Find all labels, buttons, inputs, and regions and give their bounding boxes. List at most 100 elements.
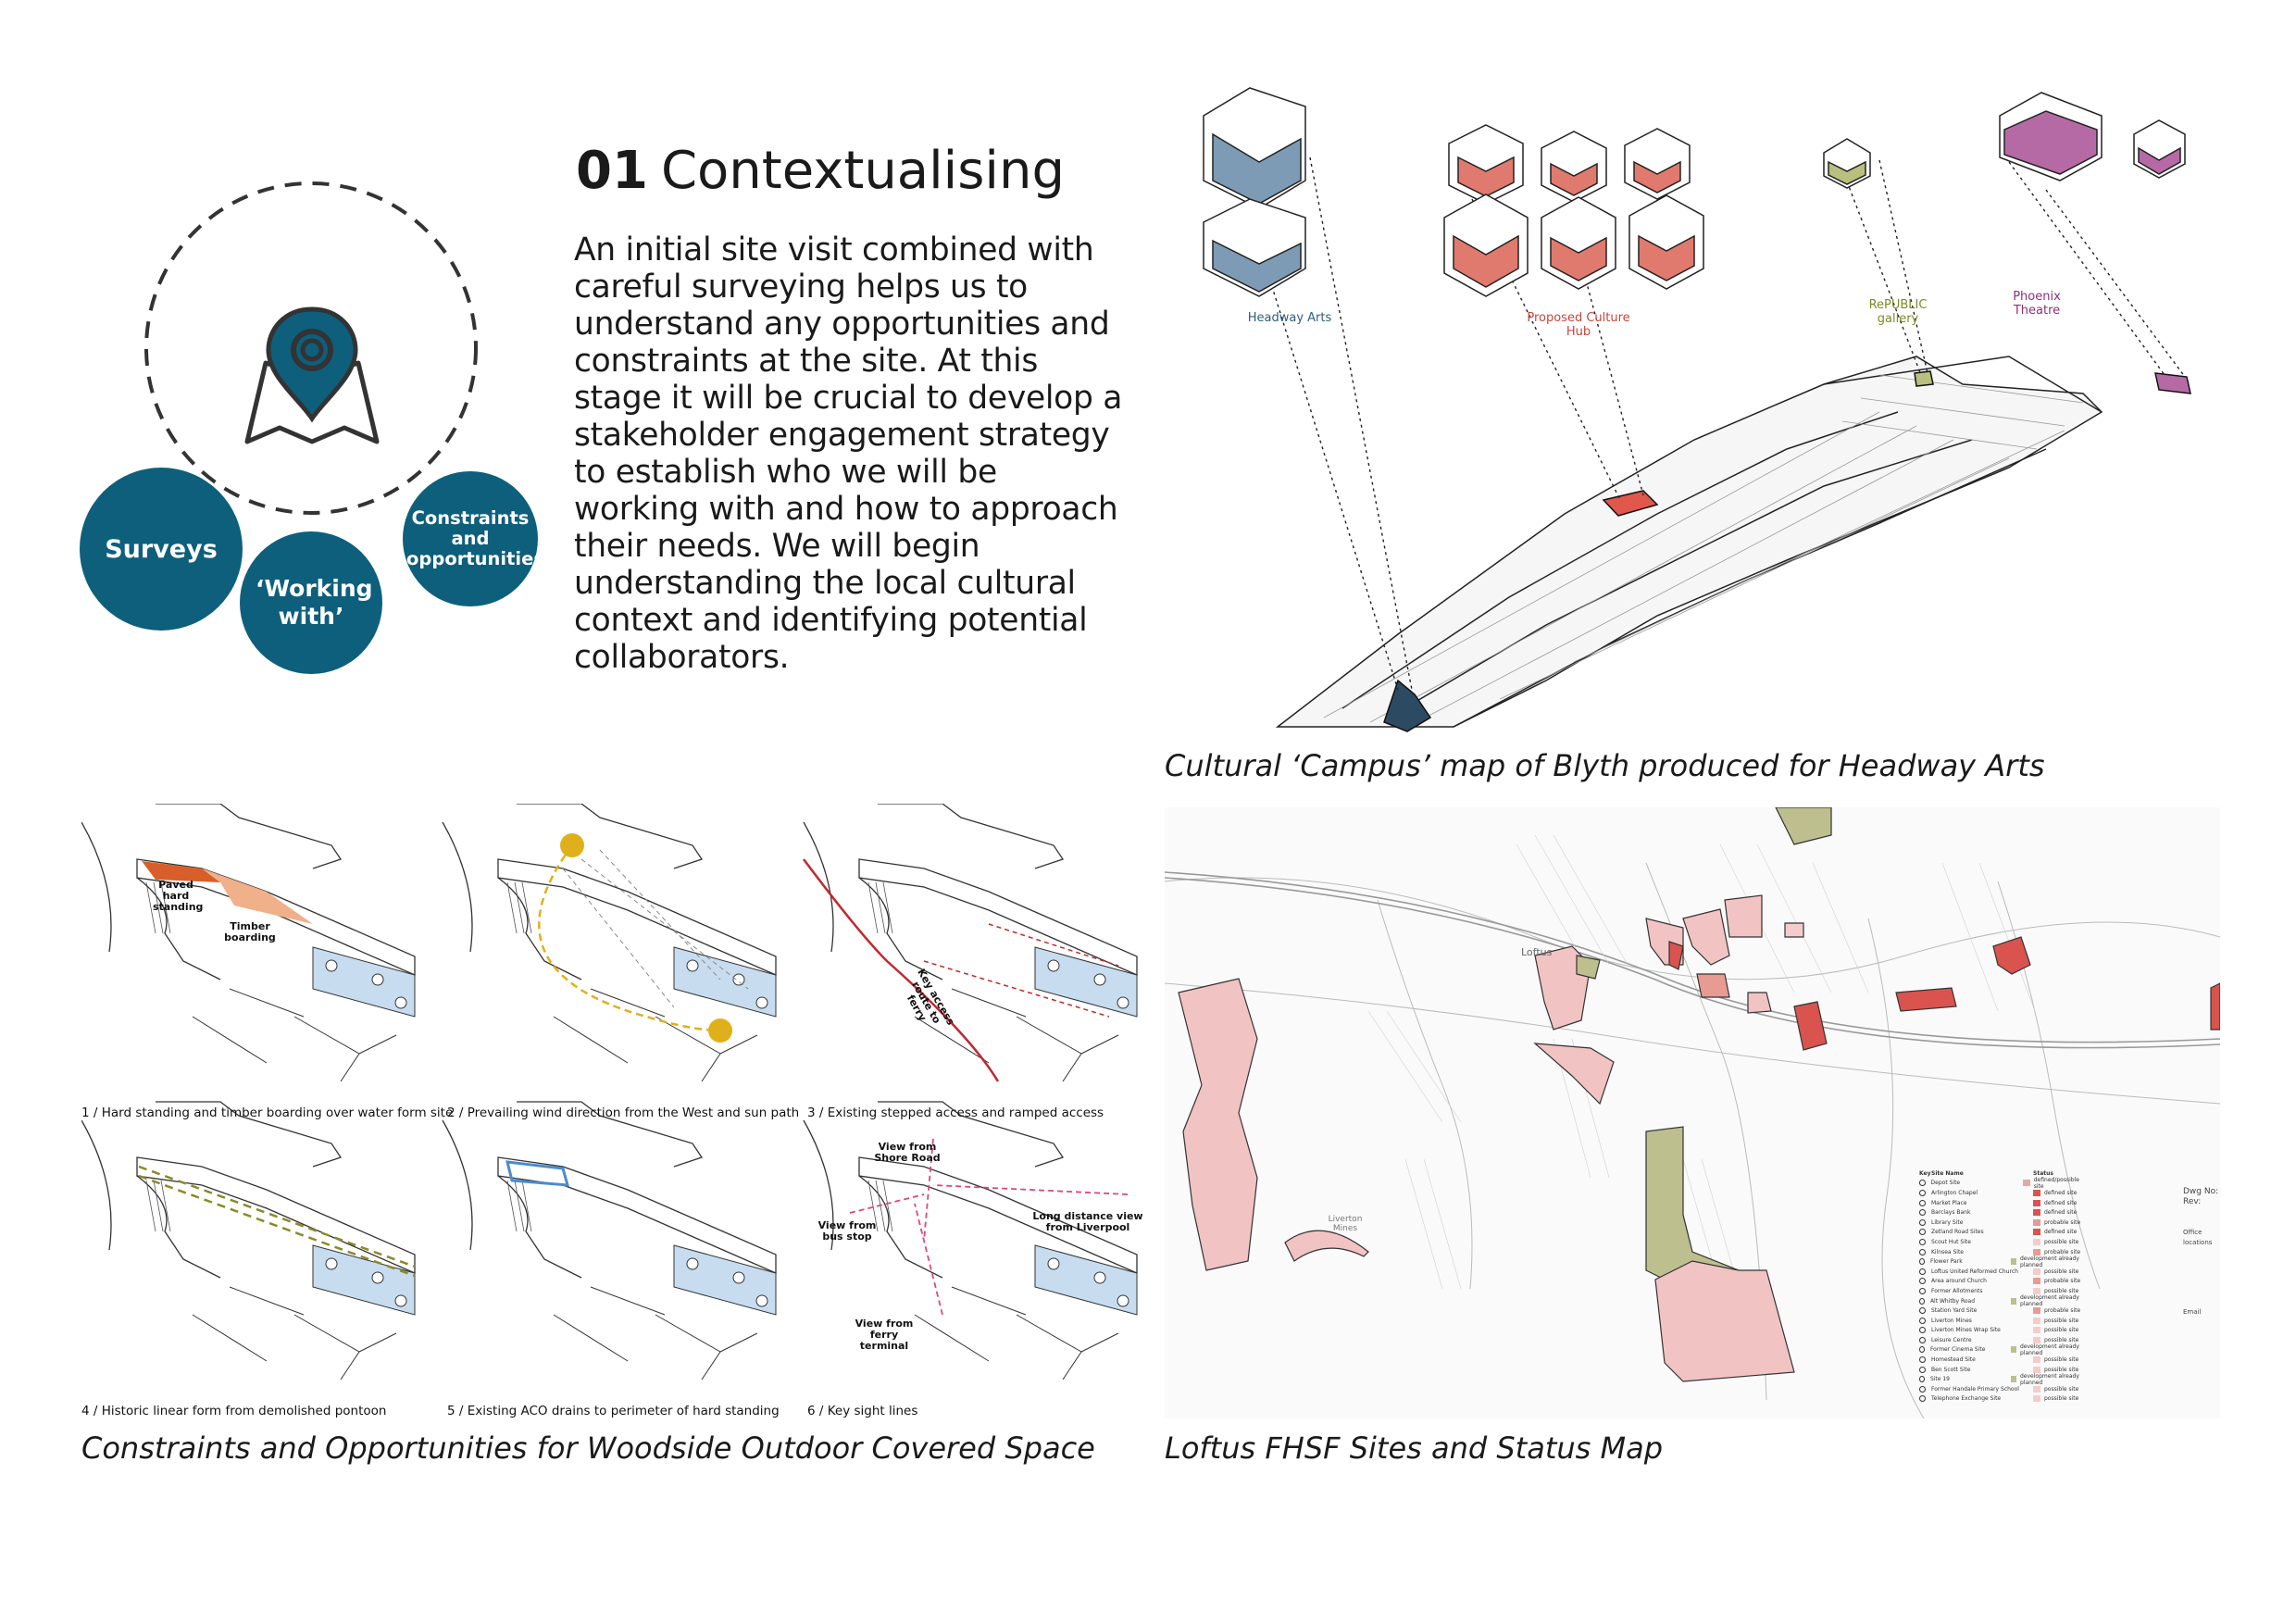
key-site-name: Loftus United Reformed Church (1931, 1268, 2018, 1275)
key-status: possible site (2044, 1327, 2079, 1334)
key-marker-icon (1919, 1229, 1926, 1236)
headway-arts-label: Headway Arts (1247, 311, 1332, 325)
key-site-name: Kilnsea Site (1931, 1248, 1964, 1255)
key-site-name: Liverton Mines Wrap Site (1931, 1327, 2001, 1334)
key-marker-icon (1919, 1346, 1925, 1354)
panel-2-caption: 2 / Prevailing wind direction from the W… (447, 1106, 800, 1120)
key-swatch (2010, 1258, 2016, 1266)
key-col-status: Status (2033, 1169, 2053, 1177)
key-marker-icon (1919, 1180, 1926, 1187)
key-marker-icon (1919, 1376, 1925, 1383)
key-marker-icon (1919, 1209, 1926, 1217)
key-swatch (2033, 1238, 2040, 1245)
key-row: Homestead Site possible site (1919, 1355, 2086, 1365)
key-status: possible site (2044, 1356, 2079, 1364)
label-view-ferry: View from ferry terminal (855, 1318, 914, 1352)
panel-1-caption: 1 / Hard standing and timber boarding ov… (81, 1106, 454, 1120)
key-swatch (2033, 1248, 2040, 1255)
surveys-bubble: Surveys (80, 468, 243, 631)
key-status: possible site (2044, 1395, 2079, 1403)
loftus-map: Loftus Liverton Mines Key Site Name Stat… (1165, 807, 2220, 1418)
section-title: Contextualising (660, 141, 1066, 201)
working-with-label: ‘Working with’ (256, 575, 373, 630)
key-row: Ben Scott Site possible site (1919, 1365, 2086, 1375)
panel-3-caption: 3 / Existing stepped access and ramped a… (807, 1106, 1104, 1120)
key-site-name: Depot Site (1930, 1180, 1961, 1187)
key-marker-icon (1919, 1317, 1926, 1324)
key-status: possible site (2044, 1385, 2079, 1393)
key-marker-icon (1919, 1189, 1926, 1196)
key-marker-icon (1919, 1238, 1926, 1245)
key-site-name: Library Site (1931, 1218, 1964, 1226)
key-status: defined/possible site (2033, 1176, 2079, 1190)
key-site-name: Area around Church (1931, 1278, 1987, 1285)
key-status: development already planned (2019, 1255, 2079, 1268)
key-site-name: Homestead Site (1931, 1356, 1976, 1364)
constraints-label: Constraints and opportunities (406, 507, 544, 569)
key-row: Scout Hut Site possible site (1919, 1237, 2086, 1247)
key-row: Barclays Bank defined site (1919, 1207, 2086, 1218)
loftus-map-caption: Loftus FHSF Sites and Status Map (1165, 1430, 1664, 1466)
key-status: defined site (2044, 1229, 2078, 1236)
key-status: possible site (2044, 1366, 2079, 1373)
key-status: defined site (2044, 1199, 2078, 1206)
key-status: defined site (2044, 1209, 2078, 1217)
key-status: development already planned (2019, 1372, 2079, 1386)
key-site-name: Leisure Centre (1931, 1336, 1972, 1343)
key-status: probable site (2044, 1248, 2081, 1255)
key-swatch (2010, 1297, 2016, 1305)
key-status: development already planned (2019, 1294, 2079, 1308)
side-block: Dwg No: Rev: Office locations Email (2183, 1187, 2218, 1318)
email-label: Email (2183, 1308, 2202, 1316)
key-row: Liverton Mines Wrap Site possible site (1919, 1326, 2086, 1336)
key-status: development already planned (2019, 1343, 2079, 1356)
key-swatch (2033, 1336, 2040, 1343)
key-marker-icon (1919, 1297, 1925, 1305)
key-site-name: Site 19 (1929, 1376, 1950, 1383)
key-status: defined site (2044, 1189, 2078, 1196)
key-header: Key Site Name Status (1919, 1168, 2086, 1179)
section-number: 01 (576, 141, 648, 201)
key-row: Zetland Road Sites defined site (1919, 1228, 2086, 1238)
key-marker-icon (1919, 1385, 1926, 1393)
key-status: possible site (2044, 1268, 2079, 1275)
key-status: probable site (2044, 1307, 2081, 1315)
panel-6-caption: 6 / Key sight lines (807, 1404, 918, 1418)
key-site-name: Alt Whitby Road (1929, 1297, 1976, 1305)
key-marker-icon (1919, 1307, 1926, 1315)
key-row: Area around Church probable site (1919, 1277, 2086, 1287)
key-swatch (2033, 1366, 2040, 1373)
key-row: Depot Site defined/possible site (1919, 1176, 2086, 1190)
label-view-shore-road: View from Shore Road (874, 1141, 941, 1164)
key-site-name: Barclays Bank (1931, 1209, 1971, 1217)
key-site-name: Scout Hut Site (1931, 1238, 1971, 1245)
key-site-name: Zetland Road Sites (1931, 1229, 1984, 1236)
label-paved-hard-standing: Paved hard standing (153, 879, 204, 913)
diagram-grid (81, 804, 1138, 1380)
office-label: Office locations (2183, 1229, 2213, 1246)
key-status: probable site (2044, 1278, 2081, 1285)
key-marker-icon (1919, 1199, 1926, 1206)
key-swatch (2033, 1395, 2040, 1403)
key-status: possible site (2044, 1238, 2079, 1245)
phoenix-label: Phoenix Theatre (2013, 290, 2061, 318)
key-swatch (2033, 1356, 2040, 1364)
key-swatch (2033, 1278, 2040, 1285)
key-site-name: Liverton Mines (1931, 1317, 1972, 1324)
key-site-name: Ben Scott Site (1931, 1366, 1971, 1373)
key-swatch (2010, 1346, 2016, 1354)
republic-label: RePUBLIC gallery (1868, 298, 1928, 326)
key-row: Loftus United Reformed Church possible si… (1919, 1267, 2086, 1277)
label-view-bus-stop: View from bus stop (817, 1219, 877, 1243)
town-label: Loftus (1521, 946, 1553, 958)
key-status: possible site (2044, 1287, 2079, 1294)
